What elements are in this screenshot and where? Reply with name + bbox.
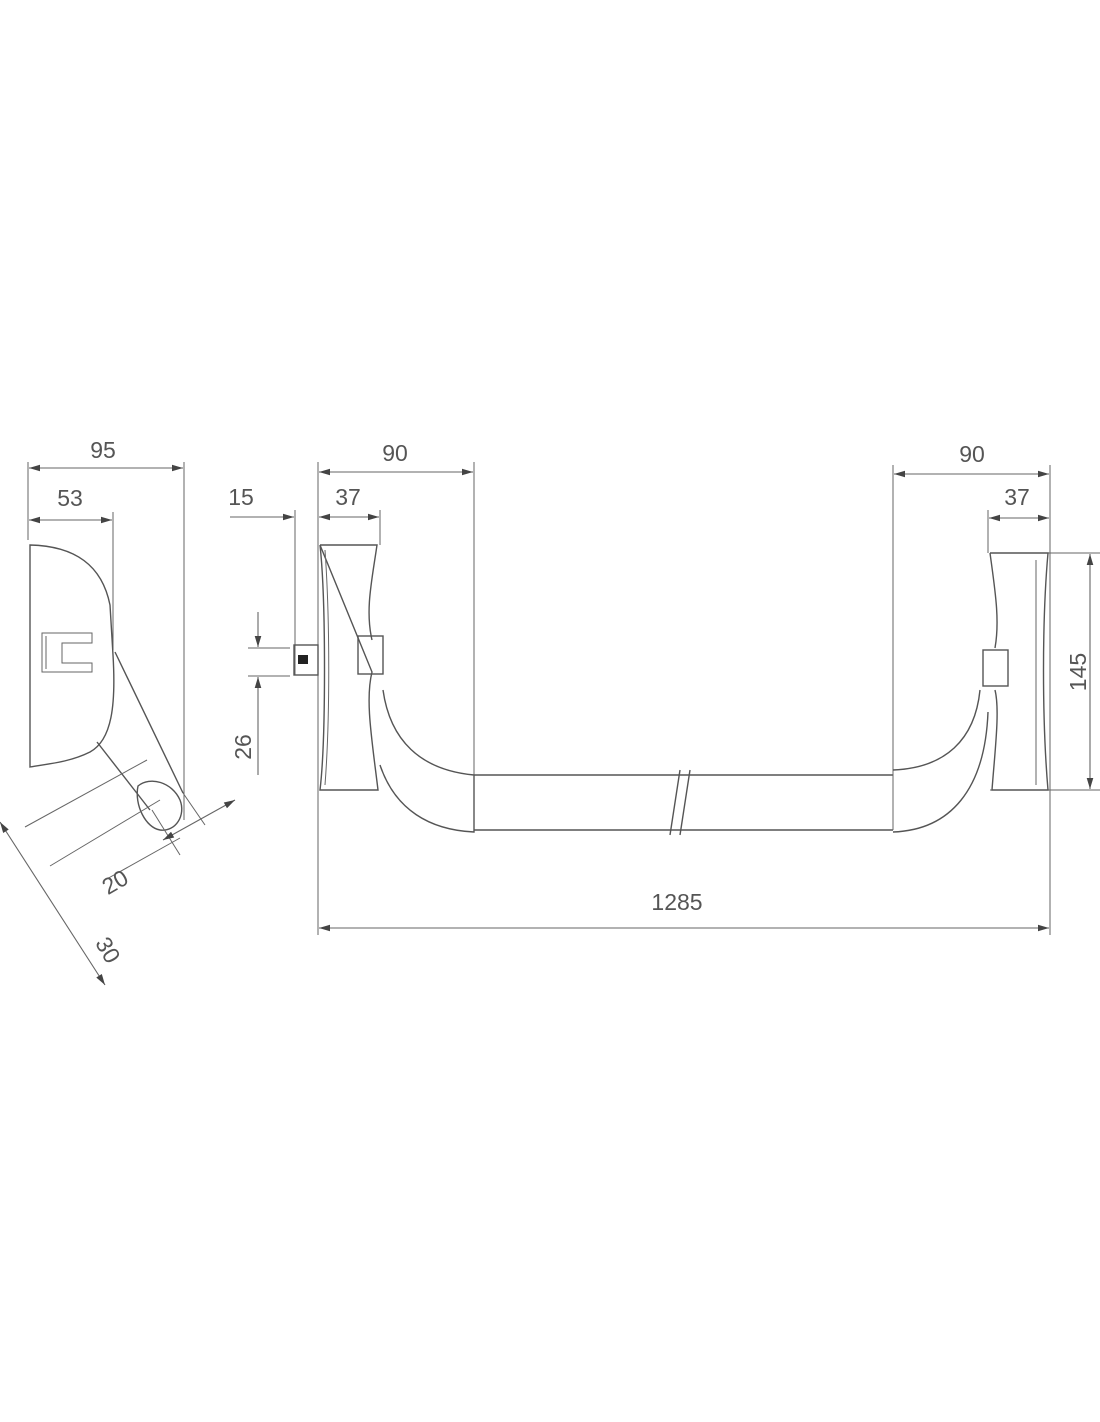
dimension-90-left-label: 90	[382, 440, 408, 466]
dimension-53-label: 53	[57, 485, 83, 511]
right-arm	[892, 689, 989, 833]
dimension-1285-label: 1285	[651, 889, 702, 915]
latch-bolt	[293, 644, 319, 676]
left-connector	[357, 635, 384, 675]
right-mounting-plate	[989, 552, 1049, 791]
dimension-15-label: 15	[228, 484, 254, 510]
dimension-30-label: 30	[90, 932, 125, 967]
push-bar	[474, 769, 893, 836]
left-arm	[379, 689, 475, 833]
dimension-145-label: 145	[1065, 653, 1091, 691]
dimension-37-right-label: 37	[1004, 484, 1030, 510]
dimension-90-right-label: 90	[959, 441, 985, 467]
dimension-37-left-label: 37	[335, 484, 361, 510]
side-body-outline	[29, 544, 115, 768]
dimension-95-label: 95	[90, 437, 116, 463]
dimension-26-label: 26	[230, 734, 256, 760]
dimension-20-label: 20	[97, 864, 132, 899]
break-mark	[669, 769, 681, 836]
left-end-view: 90 15 37 26	[228, 440, 475, 935]
side-view: 95 53 20 30	[0, 437, 236, 986]
right-connector	[982, 649, 1009, 687]
left-mounting-plate	[319, 544, 379, 791]
latch-symbol	[41, 632, 93, 673]
right-end-view: 90 37 145	[892, 441, 1100, 935]
dimension-30-line	[0, 821, 106, 986]
dimension-20-line	[162, 799, 236, 841]
